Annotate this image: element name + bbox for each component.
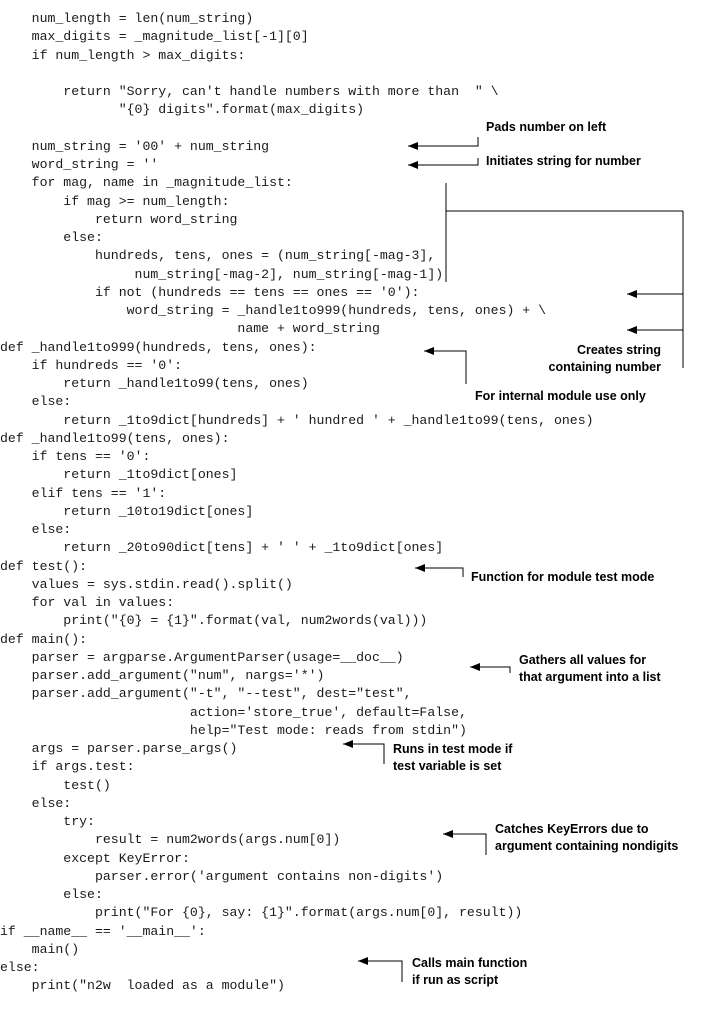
code-line: elif tens == '1': bbox=[0, 485, 167, 501]
code-line: if num_length > max_digits: bbox=[0, 47, 246, 63]
code-line: if args.test: bbox=[0, 759, 135, 775]
code-line: test() bbox=[0, 777, 111, 793]
code-line: return _1to9dict[hundreds] + ' hundred '… bbox=[0, 412, 594, 428]
code-line: return _1to9dict[ones] bbox=[0, 467, 238, 483]
code-line: action='store_true', default=False, bbox=[0, 704, 467, 720]
code-line: print("n2w loaded as a module") bbox=[0, 978, 285, 994]
code-line: def _handle1to999(hundreds, tens, ones): bbox=[0, 339, 317, 355]
code-line: for mag, name in _magnitude_list: bbox=[0, 175, 293, 191]
arrow-gathers bbox=[470, 663, 511, 673]
code-line: hundreds, tens, ones = (num_string[-mag-… bbox=[0, 248, 436, 264]
code-line: max_digits = _magnitude_list[-1][0] bbox=[0, 29, 309, 45]
code-line: return _20to90dict[tens] + ' ' + _1to9di… bbox=[0, 540, 444, 556]
arrow-pads bbox=[408, 137, 479, 150]
code-line: num_string = '00' + num_string bbox=[0, 138, 270, 154]
arrow-calls-main bbox=[358, 957, 403, 982]
arrow-initiates bbox=[408, 158, 479, 169]
annotation-initiates: Initiates string for number bbox=[486, 154, 641, 168]
code-line: values = sys.stdin.read().split() bbox=[0, 576, 293, 592]
code-line: word_string = '' bbox=[0, 157, 159, 172]
code-line: if __name__ == '__main__': bbox=[0, 923, 206, 939]
annotation-gathers: Gathers all values for that argument int… bbox=[519, 653, 661, 684]
code-line: print("{0} = {1}".format(val, num2words(… bbox=[0, 613, 428, 629]
code-line: else: bbox=[0, 795, 72, 811]
arrow-catches bbox=[443, 830, 487, 855]
code-line: parser.error('argument contains non-digi… bbox=[0, 868, 444, 884]
code-line: for val in values: bbox=[0, 595, 175, 610]
code-line: print("For {0}, say: {1}".format(args.nu… bbox=[0, 905, 523, 921]
annotation-pads: Pads number on left bbox=[486, 120, 607, 134]
code-line: else: bbox=[0, 394, 72, 410]
code-line: main() bbox=[0, 941, 80, 957]
code-line: try: bbox=[0, 814, 95, 829]
annotation-test-mode: Function for module test mode bbox=[471, 570, 655, 584]
code-line: "{0} digits".format(max_digits) bbox=[0, 102, 365, 118]
code-line: word_string = _handle1to999(hundreds, te… bbox=[0, 303, 547, 318]
annotation-catches: Catches KeyErrors due to argument contai… bbox=[495, 822, 679, 853]
code-line: if hundreds == '0': bbox=[0, 357, 183, 373]
code-line: return _handle1to99(tens, ones) bbox=[0, 376, 309, 391]
code-line: else: bbox=[0, 960, 40, 975]
annotation-runs-test: Runs in test mode if test variable is se… bbox=[393, 742, 513, 773]
code-line: if mag >= num_length: bbox=[0, 193, 230, 209]
code-line: def _handle1to99(tens, ones): bbox=[0, 430, 230, 446]
code-line: args = parser.parse_args() bbox=[0, 741, 238, 756]
arrow-runs-test bbox=[343, 740, 385, 764]
arrow-test-mode bbox=[415, 564, 464, 577]
code-line: else: bbox=[0, 522, 72, 537]
code-line: help="Test mode: reads from stdin") bbox=[0, 722, 467, 738]
code-line: def main(): bbox=[0, 631, 88, 647]
code-line: else: bbox=[0, 230, 103, 245]
code-line: def test(): bbox=[0, 558, 88, 574]
annotation-calls-main: Calls main function if run as script bbox=[412, 956, 528, 987]
code-line: return word_string bbox=[0, 211, 238, 227]
code-line: parser.add_argument("-t", "--test", dest… bbox=[0, 686, 412, 702]
annotation-creates: Creates string containing number bbox=[548, 343, 662, 374]
code-line: else: bbox=[0, 887, 103, 902]
code-line: return "Sorry, can't handle numbers with… bbox=[0, 84, 499, 99]
code-line: parser.add_argument("num", nargs='*') bbox=[0, 668, 325, 683]
code-line: num_length = len(num_string) bbox=[0, 11, 254, 26]
annotation-internal: For internal module use only bbox=[475, 389, 646, 403]
code-line: except KeyError: bbox=[0, 850, 190, 866]
code-line: name + word_string bbox=[0, 321, 380, 337]
arrow-internal bbox=[424, 347, 467, 384]
code-line: num_string[-mag-2], num_string[-mag-1]) bbox=[0, 266, 444, 282]
code-line: if not (hundreds == tens == ones == '0')… bbox=[0, 284, 420, 300]
code-line: if tens == '0': bbox=[0, 449, 151, 464]
code-line: result = num2words(args.num[0]) bbox=[0, 832, 341, 848]
code-line: return _10to19dict[ones] bbox=[0, 503, 254, 519]
code-line: parser = argparse.ArgumentParser(usage=_… bbox=[0, 649, 404, 665]
